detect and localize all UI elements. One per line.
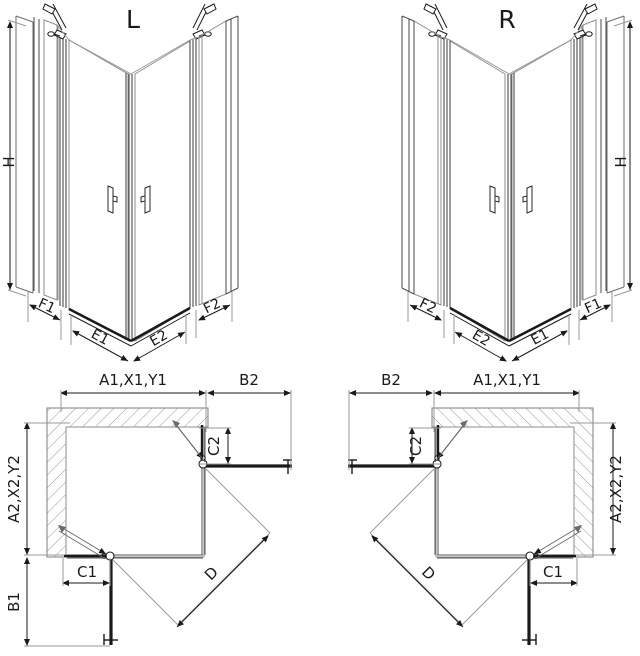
plan-right-dimension-C2 (409, 427, 441, 465)
iso-right-wall-profile-right (401, 15, 415, 295)
iso-left-label-E1: E1 (88, 326, 111, 348)
iso-right-dimension-H (613, 19, 633, 297)
plan-left-swing-arrow-lower (58, 525, 107, 559)
iso-left-fixed-glass-F2 (198, 20, 227, 306)
plan-left-dimension-A2X2Y2 (24, 422, 70, 556)
iso-left-glass-E2 (134, 40, 191, 342)
plan-right-dimension-B2 (348, 390, 433, 470)
plan-view-right (348, 390, 616, 645)
plan-right-label-A1X1Y1: A1,X1,Y1 (473, 371, 541, 389)
plan-right-label-C2: C2 (407, 436, 425, 456)
plan-left-label-A1X1Y1: A1,X1,Y1 (99, 371, 167, 389)
plan-right-dimension-A2X2Y2 (570, 422, 616, 556)
iso-right-label-H: H (612, 156, 630, 167)
iso-left-label-H: H (0, 156, 18, 167)
plan-right-dimension-A1X1Y1 (433, 390, 580, 432)
iso-left-stabiliser-bar-right (192, 3, 217, 40)
iso-right-stabiliser-bar (573, 3, 598, 40)
plan-right-dimension-C1 (529, 558, 578, 586)
plan-right-swing-arrow-lower (533, 525, 582, 559)
plan-left-dimension-B1 (24, 557, 110, 647)
plan-right-door-E1-open (522, 557, 537, 645)
iso-left-glass-E1 (68, 39, 129, 341)
iso-right-glass-E2 (449, 40, 506, 342)
plan-left-dimension-A1X1Y1 (60, 390, 207, 432)
plan-left-door-E1-open (103, 557, 118, 645)
plan-left-dimension-B2 (207, 390, 292, 470)
iso-left-label-F1: F1 (36, 296, 58, 318)
iso-left-fixed-glass-F1 (56, 25, 59, 300)
iso-right-label-F1: F1 (582, 296, 604, 318)
iso-left-variant-label: L (126, 5, 140, 34)
iso-left-top-edges (56, 24, 200, 75)
plan-left-dimension-C1 (62, 558, 111, 586)
iso-left-door-handle-E1 (107, 185, 118, 214)
iso-left-wall-profile-right (225, 15, 239, 295)
iso-left-side-panel-F1 (15, 15, 34, 294)
plan-right-dimension-D (371, 535, 464, 628)
plan-left-label-B2: B2 (239, 371, 259, 389)
plan-left-swing-arrow-upper (172, 420, 206, 463)
iso-right-stabiliser-bar-right (423, 3, 448, 40)
plan-view-left: D A1,X1,Y1 B2 A2,X2,Y2 B1 (5, 371, 292, 647)
iso-left-label-F2: F2 (201, 295, 223, 317)
iso-right-glass-E1 (511, 39, 572, 341)
plan-left-dimension-C2 (199, 427, 231, 465)
plan-left-label-C2: C2 (205, 436, 223, 456)
iso-right-panel-F1-glass (582, 19, 597, 301)
iso-right-top-edges (440, 24, 584, 75)
plan-left-label-C1: C1 (77, 563, 97, 581)
plan-right-swing-arrow-upper (434, 420, 468, 463)
plan-right-labels: A1,X1,Y1 B2 A2,X2,Y2 C2 C1 D (381, 371, 625, 584)
iso-right-door-handle-E1 (522, 185, 533, 214)
iso-left-label-E2: E2 (147, 327, 170, 350)
iso-right-fixed-glass-F2 (413, 20, 442, 306)
iso-right-fixed-glass-F1 (581, 25, 584, 300)
plan-left-dimension-D (176, 535, 269, 628)
plan-right-label-B2: B2 (381, 371, 401, 389)
plan-right-label-C1: C1 (543, 563, 563, 581)
iso-left-panel-F1-glass (43, 19, 58, 301)
plan-left-label-B1: B1 (5, 592, 23, 612)
iso-right-bottom-dimensions (407, 292, 613, 362)
iso-right-label-E1: E1 (529, 326, 552, 348)
iso-left-dimension-H (7, 19, 27, 297)
iso-right-labels: R H F1 E1 E2 F2 (417, 5, 630, 350)
iso-left-bottom-dimensions (27, 292, 233, 362)
plan-left-label-A2X2Y2: A2,X2,Y2 (5, 455, 23, 523)
iso-right-side-panel-F1 (606, 15, 625, 294)
iso-right-label-F2: F2 (417, 295, 439, 317)
iso-right-label-E2: E2 (469, 327, 492, 350)
iso-left-door-handle-E2 (140, 185, 151, 214)
iso-right-variant-label: R (498, 5, 515, 34)
iso-view-left: H F1 E1 E2 F2 L (0, 3, 239, 362)
plan-right-label-A2X2Y2: A2,X2,Y2 (607, 455, 625, 523)
iso-view-right (401, 3, 633, 362)
iso-right-door-handle-E2 (489, 185, 500, 214)
